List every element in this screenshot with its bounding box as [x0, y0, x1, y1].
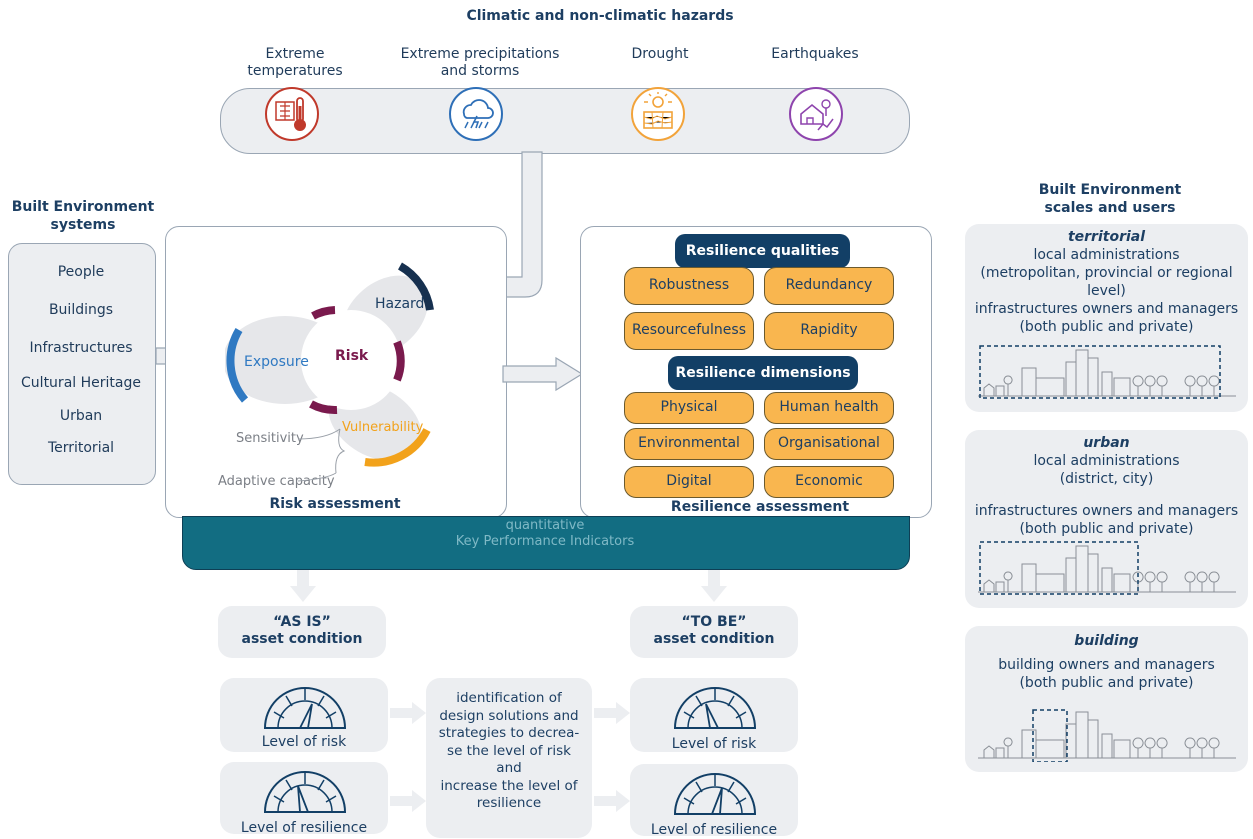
design-solutions-box — [426, 678, 592, 838]
system-cultural-heritage: Cultural Heritage — [21, 375, 141, 391]
dimension-environmental: Environmental — [624, 428, 754, 460]
sensitivity-label: Sensitivity — [236, 431, 304, 446]
thermometer-icon — [265, 87, 319, 141]
hazard-label: Hazard — [375, 296, 425, 312]
building-text: building building owners and managers (b… — [998, 633, 1215, 691]
hazard-label-precipitations: Extreme precipitations and storms — [400, 46, 560, 79]
system-people: People — [57, 264, 105, 280]
gauge-icon — [263, 687, 347, 729]
urban-box — [965, 430, 1248, 608]
resilience-qualities-title: Resilience qualities — [675, 234, 850, 268]
systems-title: Built Environment systems — [11, 199, 155, 233]
quality-robustness: Robustness — [624, 267, 754, 305]
quality-rapidity: Rapidity — [764, 312, 894, 350]
to-be-level-of-risk — [630, 678, 798, 752]
hazards-title: Climatic and non-climatic hazards — [466, 8, 734, 24]
hazard-label-earthquakes: Earthquakes — [771, 46, 859, 62]
risk-to-resilience-arrow — [502, 356, 584, 392]
to-be-box: “TO BE” asset condition — [630, 606, 798, 658]
vulnerability-brace — [297, 428, 346, 482]
dimension-human-health: Human health — [764, 392, 894, 424]
flow-arrow — [594, 790, 630, 812]
system-infrastructures: Infrastructures — [29, 340, 133, 356]
territorial-text: territorial local administrations (metro… — [974, 229, 1239, 335]
cityscape-icon — [978, 709, 1236, 762]
hazard-label-temperatures: Extreme temperatures — [247, 46, 343, 79]
system-urban: Urban — [59, 408, 103, 424]
scales-title: Built Environment scales and users — [1038, 182, 1182, 216]
drought-sun-icon — [631, 87, 685, 141]
urban-text: urban local administrations (district, c… — [974, 435, 1239, 537]
vulnerability-label: Vulnerability — [342, 420, 424, 435]
flow-arrow — [390, 790, 426, 812]
kpi-bar — [182, 516, 910, 570]
dimension-economic: Economic — [764, 466, 894, 498]
as-is-level-of-risk — [220, 678, 388, 752]
kpi-to-asis-arrow — [290, 570, 316, 602]
cityscape-icon — [978, 541, 1236, 595]
dimension-digital: Digital — [624, 466, 754, 498]
kpi-label: quantitative Key Performance Indicators — [455, 518, 635, 549]
storm-cloud-icon — [449, 87, 503, 141]
risk-center-label: Risk — [335, 348, 369, 364]
as-is-level-of-resilience — [220, 762, 388, 834]
dimension-organisational: Organisational — [764, 428, 894, 460]
level-of-resilience-label: Level of resilience — [650, 822, 778, 838]
flow-arrow — [594, 702, 630, 724]
kpi-to-tobe-arrow — [701, 570, 727, 602]
risk-diagram — [225, 262, 434, 467]
adaptive-capacity-label: Adaptive capacity — [218, 474, 335, 489]
flow-arrow — [390, 702, 426, 724]
system-buildings: Buildings — [48, 302, 114, 318]
design-solutions-text: identification of design solutions and s… — [438, 690, 580, 811]
system-territorial: Territorial — [47, 440, 115, 456]
level-of-resilience-label: Level of resilience — [240, 820, 368, 836]
as-is-box: “AS IS” asset condition — [218, 606, 386, 658]
to-be-level-of-resilience — [630, 764, 798, 836]
gauge-icon — [673, 687, 757, 729]
risk-assessment-caption: Risk assessment — [269, 496, 401, 512]
earthquake-house-icon — [789, 87, 843, 141]
resilience-dimensions-title: Resilience dimensions — [668, 356, 858, 390]
hazard-label-drought: Drought — [631, 46, 689, 62]
exposure-label: Exposure — [244, 354, 309, 370]
resilience-assessment-caption: Resilience assessment — [670, 499, 850, 515]
gauge-icon — [263, 771, 347, 813]
quality-redundancy: Redundancy — [764, 267, 894, 305]
level-of-risk-label: Level of risk — [261, 734, 347, 750]
cityscape-icon — [978, 345, 1236, 399]
quality-resourcefulness: Resourcefulness — [624, 312, 754, 350]
level-of-risk-label: Level of risk — [671, 736, 757, 752]
gauge-icon — [673, 773, 757, 815]
dimension-physical: Physical — [624, 392, 754, 424]
